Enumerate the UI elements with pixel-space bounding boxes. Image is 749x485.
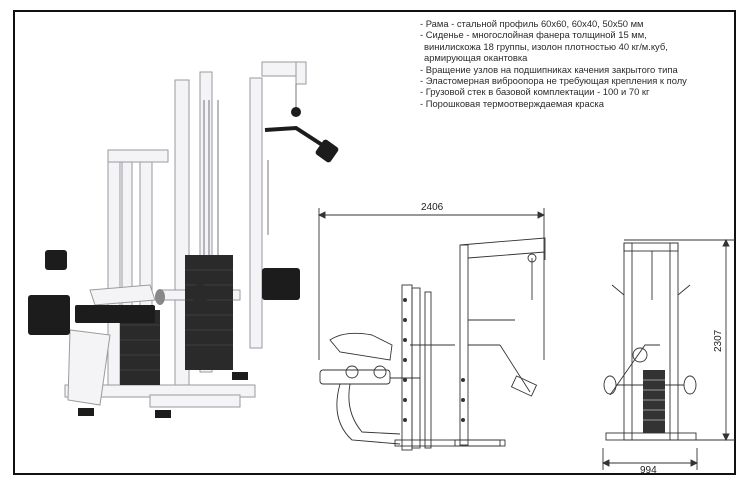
spec-item: - Порошковая термоотверждаемая краска	[420, 97, 604, 109]
spec-item: - Эластомерная виброопора не требующая к…	[420, 75, 687, 87]
spec-item: - Рама - стальной профиль 60х60, 60х40, …	[420, 18, 644, 29]
spec-list: - Рама - стальной профиль 60х60, 60х40, …	[420, 18, 740, 109]
side-length-label: 2406	[421, 202, 444, 213]
spec-item: армирующая окантовка	[424, 52, 528, 64]
spec-item: - Грузовой стек в базовой комплектации -…	[420, 86, 650, 98]
spec-item: - Вращение узлов на подшипниках качения …	[420, 63, 678, 75]
spec-item: - Сиденье - многослойная фанера толщиной…	[420, 29, 647, 41]
front-width-label: 994	[640, 465, 657, 476]
spec-item: винилискожа 18 группы, изолон плотностью…	[424, 40, 668, 52]
height-label: 2307	[713, 329, 724, 352]
